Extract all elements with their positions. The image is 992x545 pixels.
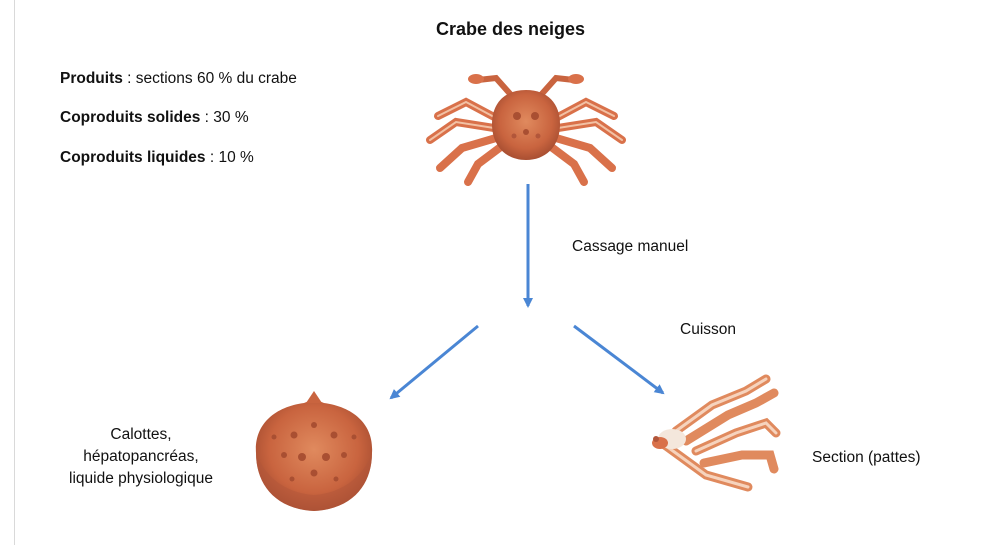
crab-carapace-icon [256,391,372,511]
whole-snow-crab-icon [430,74,622,182]
arrow-down-left [391,326,478,398]
arrow-down-right [574,326,663,393]
crab-legs-section-icon [652,379,776,487]
